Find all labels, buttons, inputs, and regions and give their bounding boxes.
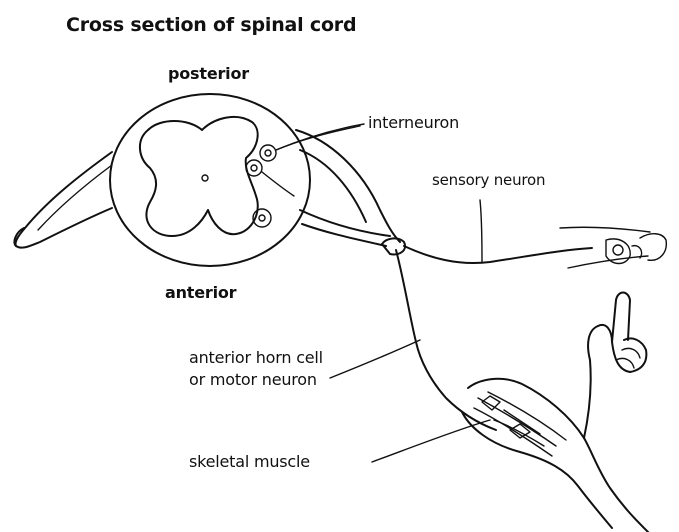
central-canal xyxy=(202,175,208,181)
skeletal-muscle xyxy=(474,392,566,456)
spinal-cord-outer xyxy=(110,94,310,266)
label-motor-neuron: anterior horn cell or motor neuron xyxy=(189,347,323,391)
arm xyxy=(462,293,648,532)
interneuron-cells xyxy=(246,126,360,196)
label-motor-neuron-line1: anterior horn cell xyxy=(189,347,323,369)
label-posterior: posterior xyxy=(168,64,249,83)
label-sensory-neuron: sensory neuron xyxy=(432,171,545,189)
left-nerve-root xyxy=(14,152,112,248)
gray-matter xyxy=(140,117,258,236)
sensory-neuron-fiber xyxy=(404,200,666,268)
diagram-title: Cross section of spinal cord xyxy=(66,14,356,36)
label-motor-neuron-line2: or motor neuron xyxy=(189,369,323,391)
right-nerve-roots xyxy=(296,130,405,254)
label-skeletal-muscle: skeletal muscle xyxy=(189,452,310,471)
motor-neuron-fiber xyxy=(396,250,496,430)
label-anterior: anterior xyxy=(165,283,236,302)
label-interneuron: interneuron xyxy=(368,113,459,132)
